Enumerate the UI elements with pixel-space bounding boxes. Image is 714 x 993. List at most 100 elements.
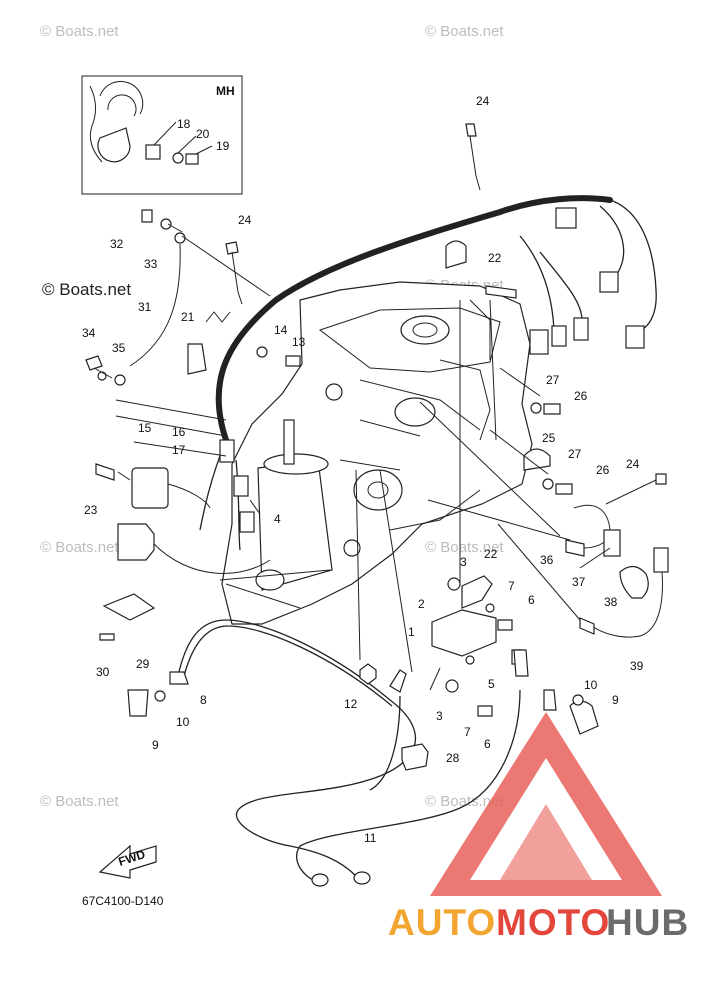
rectifier-23 xyxy=(95,463,271,574)
callout-label: 23 xyxy=(84,503,98,517)
callout-label: 26 xyxy=(574,389,588,403)
callout-label: 15 xyxy=(138,421,152,435)
callout-label: 25 xyxy=(542,431,556,445)
band-24-mid-tail xyxy=(231,251,243,305)
callout-label: 35 xyxy=(112,341,126,355)
callout-label: 24 xyxy=(238,213,252,227)
callout-label: 21 xyxy=(181,310,195,324)
bolt-26-top xyxy=(543,403,561,415)
watermark-main: © Boats.net xyxy=(42,280,131,299)
watermark-left-mid: © Boats.net xyxy=(40,539,119,556)
callout-label: 19 xyxy=(216,139,230,153)
band-24-top-tail xyxy=(469,135,481,191)
callout-label: 37 xyxy=(572,575,586,589)
watermark-bottom-right: © Boats.net xyxy=(425,793,504,810)
callout-label: 11 xyxy=(364,831,377,845)
callout-label: 33 xyxy=(144,257,158,271)
fwd-arrow: FWD xyxy=(98,844,157,879)
clamp-22-top xyxy=(445,240,467,269)
brand-logo: AUTO MOTO HUB xyxy=(388,712,689,943)
callout-label: 1 xyxy=(408,625,415,639)
leader-lines xyxy=(93,223,611,691)
band-24-right xyxy=(655,473,667,485)
callout-label: 20 xyxy=(196,127,210,141)
band-24-mid xyxy=(225,241,239,255)
terminal-cap-right xyxy=(569,700,599,735)
callout-label: 22 xyxy=(488,251,502,265)
callout-label: 2 xyxy=(418,597,425,611)
callout-label: 28 xyxy=(446,751,460,765)
callout-label: 24 xyxy=(476,94,490,108)
callout-label: 16 xyxy=(172,425,186,439)
callout-label: 6 xyxy=(528,593,535,607)
nut-10-right xyxy=(572,694,584,706)
callout-label: 10 xyxy=(584,678,598,692)
watermark-top-left: © Boats.net xyxy=(40,23,119,40)
callout-label: 24 xyxy=(626,457,640,471)
band-24-right-tail xyxy=(605,479,657,505)
brand-hub: HUB xyxy=(606,902,689,943)
callout-label: 17 xyxy=(172,443,186,457)
connector-21-leads xyxy=(205,311,231,323)
callout-label: 27 xyxy=(568,447,582,461)
watermark-center: © Boats.net xyxy=(425,539,504,556)
callout-label: 36 xyxy=(540,553,554,567)
washer-14 xyxy=(256,346,268,358)
bolt-30 xyxy=(99,633,115,641)
callout-label: 18 xyxy=(177,117,191,131)
bolt-22-top xyxy=(485,285,517,299)
callout-label: 12 xyxy=(344,697,358,711)
callout-label: 7 xyxy=(508,579,515,593)
callout-label: 10 xyxy=(176,715,190,729)
callout-label: 22 xyxy=(484,547,498,561)
callout-label: 34 xyxy=(82,326,96,340)
callout-label: 8 xyxy=(200,693,207,707)
callout-label: 4 xyxy=(274,512,281,526)
callout-label: 29 xyxy=(136,657,150,671)
sensor-38-39 xyxy=(579,547,669,638)
sensor-36-37 xyxy=(565,504,621,557)
nut-10-left xyxy=(154,690,166,702)
engine-block xyxy=(221,281,533,625)
callout-label: 9 xyxy=(152,738,159,752)
wiring-harness xyxy=(199,195,657,551)
brand-moto: MOTO xyxy=(496,902,610,943)
bracket-29 xyxy=(102,593,156,621)
battery-cables xyxy=(169,619,557,887)
terminal-cap-left xyxy=(127,689,149,717)
callout-label: 27 xyxy=(546,373,560,387)
washer-27 xyxy=(542,478,554,490)
ground-lead xyxy=(85,209,186,386)
watermark-top-right: © Boats.net xyxy=(425,23,504,40)
holder-28 xyxy=(401,743,429,771)
callout-labels: 24 18 20 19 32 33 24 22 31 21 14 13 34 3… xyxy=(82,94,644,845)
starter-relay-1 xyxy=(431,575,523,717)
callout-label: 5 xyxy=(488,677,495,691)
clamp-25 xyxy=(523,448,551,471)
washer-27-top xyxy=(530,402,542,414)
callout-label: 14 xyxy=(274,323,288,337)
bolt-26 xyxy=(555,483,573,495)
callout-label: 30 xyxy=(96,665,110,679)
callout-label: 39 xyxy=(630,659,644,673)
callout-label: 26 xyxy=(596,463,610,477)
nut-12 xyxy=(359,663,377,685)
callout-label: 3 xyxy=(436,709,443,723)
callout-label: 7 xyxy=(464,725,471,739)
callout-label: 32 xyxy=(110,237,124,251)
watermark-bottom-left: © Boats.net xyxy=(40,793,119,810)
callout-label: 3 xyxy=(460,555,467,569)
callout-label: 38 xyxy=(604,595,618,609)
callout-label: 13 xyxy=(292,335,306,349)
brand-auto: AUTO xyxy=(388,902,496,943)
inset-mh: MH xyxy=(81,75,243,195)
band-24-top xyxy=(465,123,477,137)
callout-label: 9 xyxy=(612,693,619,707)
part-code: 67C4100-D140 xyxy=(82,894,164,908)
callout-label: 31 xyxy=(138,300,152,314)
bolt-13 xyxy=(285,355,301,367)
callout-label: 6 xyxy=(484,737,491,751)
inset-label: MH xyxy=(216,84,235,98)
connector-21 xyxy=(187,343,207,375)
